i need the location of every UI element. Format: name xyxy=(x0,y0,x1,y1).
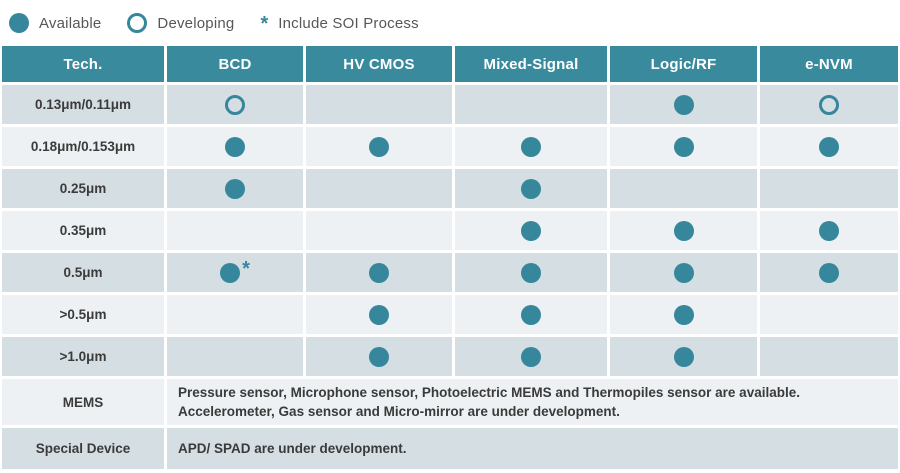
soi-asterisk-icon: * xyxy=(260,13,269,35)
available-dot-icon xyxy=(369,346,389,367)
available-dot-icon xyxy=(369,262,389,283)
empty-cell xyxy=(760,295,898,334)
column-header-bcd: BCD xyxy=(167,46,303,82)
available-cell xyxy=(610,211,757,250)
available-dot-icon xyxy=(673,136,694,157)
available-dot-icon xyxy=(521,136,541,157)
tech-label: 0.25μm xyxy=(2,169,164,208)
available-dot-icon xyxy=(819,262,839,283)
available-dot-icon xyxy=(819,136,839,157)
available-dot-icon xyxy=(819,220,839,241)
available-dot-icon xyxy=(369,304,389,325)
available-dot-icon xyxy=(220,262,241,283)
legend-item-soi: * Include SOI Process xyxy=(260,13,419,35)
legend-developing-label: Developing xyxy=(157,14,235,32)
description-line: APD/ SPAD are under development. xyxy=(178,440,407,456)
empty-cell xyxy=(167,295,303,334)
available-dot-icon xyxy=(521,304,541,325)
available-cell xyxy=(610,127,757,166)
empty-cell xyxy=(760,169,898,208)
column-header-logic-rf: Logic/RF xyxy=(610,46,757,82)
tech-label: 0.13μm/0.11μm xyxy=(2,85,164,124)
developing-dot-icon xyxy=(225,94,245,115)
tech-label: 0.5μm xyxy=(2,253,164,292)
empty-cell xyxy=(455,85,607,124)
legend-item-available: Available xyxy=(9,13,101,33)
tech-label: >0.5μm xyxy=(2,295,164,334)
available-cell xyxy=(760,211,898,250)
available-cell xyxy=(306,295,452,334)
available-cell xyxy=(610,337,757,376)
available-dot-icon xyxy=(9,13,29,33)
available-cell xyxy=(167,127,303,166)
column-header-tech: Tech. xyxy=(2,46,164,82)
legend-bar: Available Developing * Include SOI Proce… xyxy=(0,0,900,46)
available-dot-icon xyxy=(521,220,541,241)
available-dot-icon xyxy=(521,262,541,283)
developing-cell xyxy=(167,85,303,124)
available-dot-icon xyxy=(673,262,694,283)
mems-description: Pressure sensor, Microphone sensor, Phot… xyxy=(167,379,898,425)
available-cell xyxy=(455,169,607,208)
legend-available-label: Available xyxy=(39,14,102,32)
available-cell xyxy=(167,169,303,208)
available-cell xyxy=(306,337,452,376)
special-device-label: Special Device xyxy=(2,428,164,469)
column-header-e-nvm: e-NVM xyxy=(760,46,898,82)
available-cell xyxy=(610,85,757,124)
column-header-mixed-signal: Mixed-Signal xyxy=(455,46,607,82)
available-cell xyxy=(760,127,898,166)
tech-label: 0.18μm/0.153μm xyxy=(2,127,164,166)
available-cell xyxy=(455,127,607,166)
tech-label: 0.35μm xyxy=(2,211,164,250)
available-cell xyxy=(306,253,452,292)
available-dot-icon xyxy=(369,136,389,157)
available-dot-icon xyxy=(673,220,694,241)
legend-item-developing: Developing xyxy=(127,13,234,33)
empty-cell xyxy=(306,85,452,124)
empty-cell xyxy=(306,169,452,208)
developing-cell xyxy=(760,85,898,124)
available-cell xyxy=(455,295,607,334)
available-cell xyxy=(455,211,607,250)
available-dot-icon xyxy=(673,346,694,367)
tech-label: >1.0μm xyxy=(2,337,164,376)
developing-dot-icon xyxy=(127,13,148,33)
empty-cell xyxy=(167,211,303,250)
description-line: Pressure sensor, Microphone sensor, Phot… xyxy=(178,384,800,400)
available-dot-icon xyxy=(673,94,694,115)
description-line: Accelerometer, Gas sensor and Micro-mirr… xyxy=(178,404,620,419)
available-cell xyxy=(610,295,757,334)
available-cell xyxy=(760,253,898,292)
legend-soi-label: Include SOI Process xyxy=(278,14,419,32)
available-dot-icon xyxy=(521,178,541,199)
available-cell xyxy=(610,253,757,292)
column-header-hv-cmos: HV CMOS xyxy=(306,46,452,82)
empty-cell xyxy=(167,337,303,376)
available-dot-icon xyxy=(225,178,245,199)
available-dot-icon xyxy=(673,304,694,325)
available-dot-icon xyxy=(225,136,245,157)
special-device-description: APD/ SPAD are under development. xyxy=(167,428,898,469)
soi-asterisk-icon: * xyxy=(242,257,250,280)
available-cell xyxy=(306,127,452,166)
available-dot-icon xyxy=(521,346,541,367)
empty-cell xyxy=(760,337,898,376)
available-cell: * xyxy=(167,253,303,292)
mems-label: MEMS xyxy=(2,379,164,425)
available-cell xyxy=(455,337,607,376)
empty-cell xyxy=(306,211,452,250)
empty-cell xyxy=(610,169,757,208)
developing-dot-icon xyxy=(819,94,839,115)
available-cell xyxy=(455,253,607,292)
